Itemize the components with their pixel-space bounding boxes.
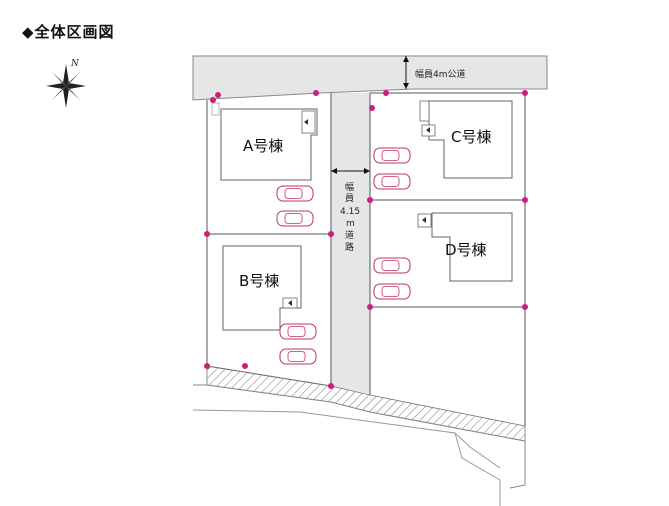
middle-road-width-dimension <box>331 168 370 174</box>
meter-box-icon <box>211 102 220 116</box>
building-d-label: D号棟 <box>445 241 487 259</box>
top-road-width-dimension <box>403 56 409 89</box>
boundary-marker <box>367 197 373 203</box>
boundary-marker <box>242 363 248 369</box>
boundary-marker <box>522 304 528 310</box>
boundary-marker <box>522 90 528 96</box>
boundary-marker <box>522 197 528 203</box>
car-icon <box>276 210 314 227</box>
building-b-footprint <box>222 245 302 331</box>
middle-road-label-3: 4.15 <box>340 207 360 217</box>
boundary-marker <box>215 92 221 98</box>
boundary-marker <box>369 105 375 111</box>
car-icon <box>373 147 411 164</box>
building-d-footprint <box>431 212 513 282</box>
middle-road-label: 幅 員 4.15 m 道 路 <box>340 181 360 253</box>
car-icon <box>279 348 317 365</box>
lower-road-curb <box>192 409 501 506</box>
top-public-road <box>192 55 548 101</box>
boundary-marker <box>367 304 373 310</box>
building-c-footprint <box>428 100 513 179</box>
building-c-label: C号棟 <box>451 128 491 146</box>
car-icon <box>276 185 314 202</box>
lower-road-edge <box>193 384 526 489</box>
building-a-footprint <box>220 108 318 181</box>
boundary-marker <box>383 90 389 96</box>
middle-road-label-4: m <box>346 219 355 229</box>
compass-rose-icon: N <box>46 59 86 108</box>
middle-road-label-1: 幅 <box>345 181 354 193</box>
page-title: ◆全体区画図 <box>22 23 115 41</box>
car-icon <box>373 283 411 300</box>
building-b-label: B号棟 <box>239 272 279 290</box>
top-road-label: 幅員4m公道 <box>415 68 466 80</box>
middle-private-road <box>331 93 370 394</box>
boundary-marker <box>328 231 334 237</box>
building-a-label: A号棟 <box>243 137 283 155</box>
car-icon <box>279 323 317 340</box>
boundary-marker <box>204 231 210 237</box>
boundary-markers <box>204 90 528 389</box>
compass-north-label: N <box>70 59 80 69</box>
boundary-marker <box>210 97 216 103</box>
car-icon <box>373 173 411 190</box>
middle-road-label-6: 路 <box>345 241 354 253</box>
car-icon <box>373 257 411 274</box>
boundary-marker <box>204 363 210 369</box>
middle-road-label-5: 道 <box>345 229 354 241</box>
middle-road-label-2: 員 <box>345 193 354 204</box>
boundary-marker <box>328 383 334 389</box>
boundary-marker <box>313 90 319 96</box>
